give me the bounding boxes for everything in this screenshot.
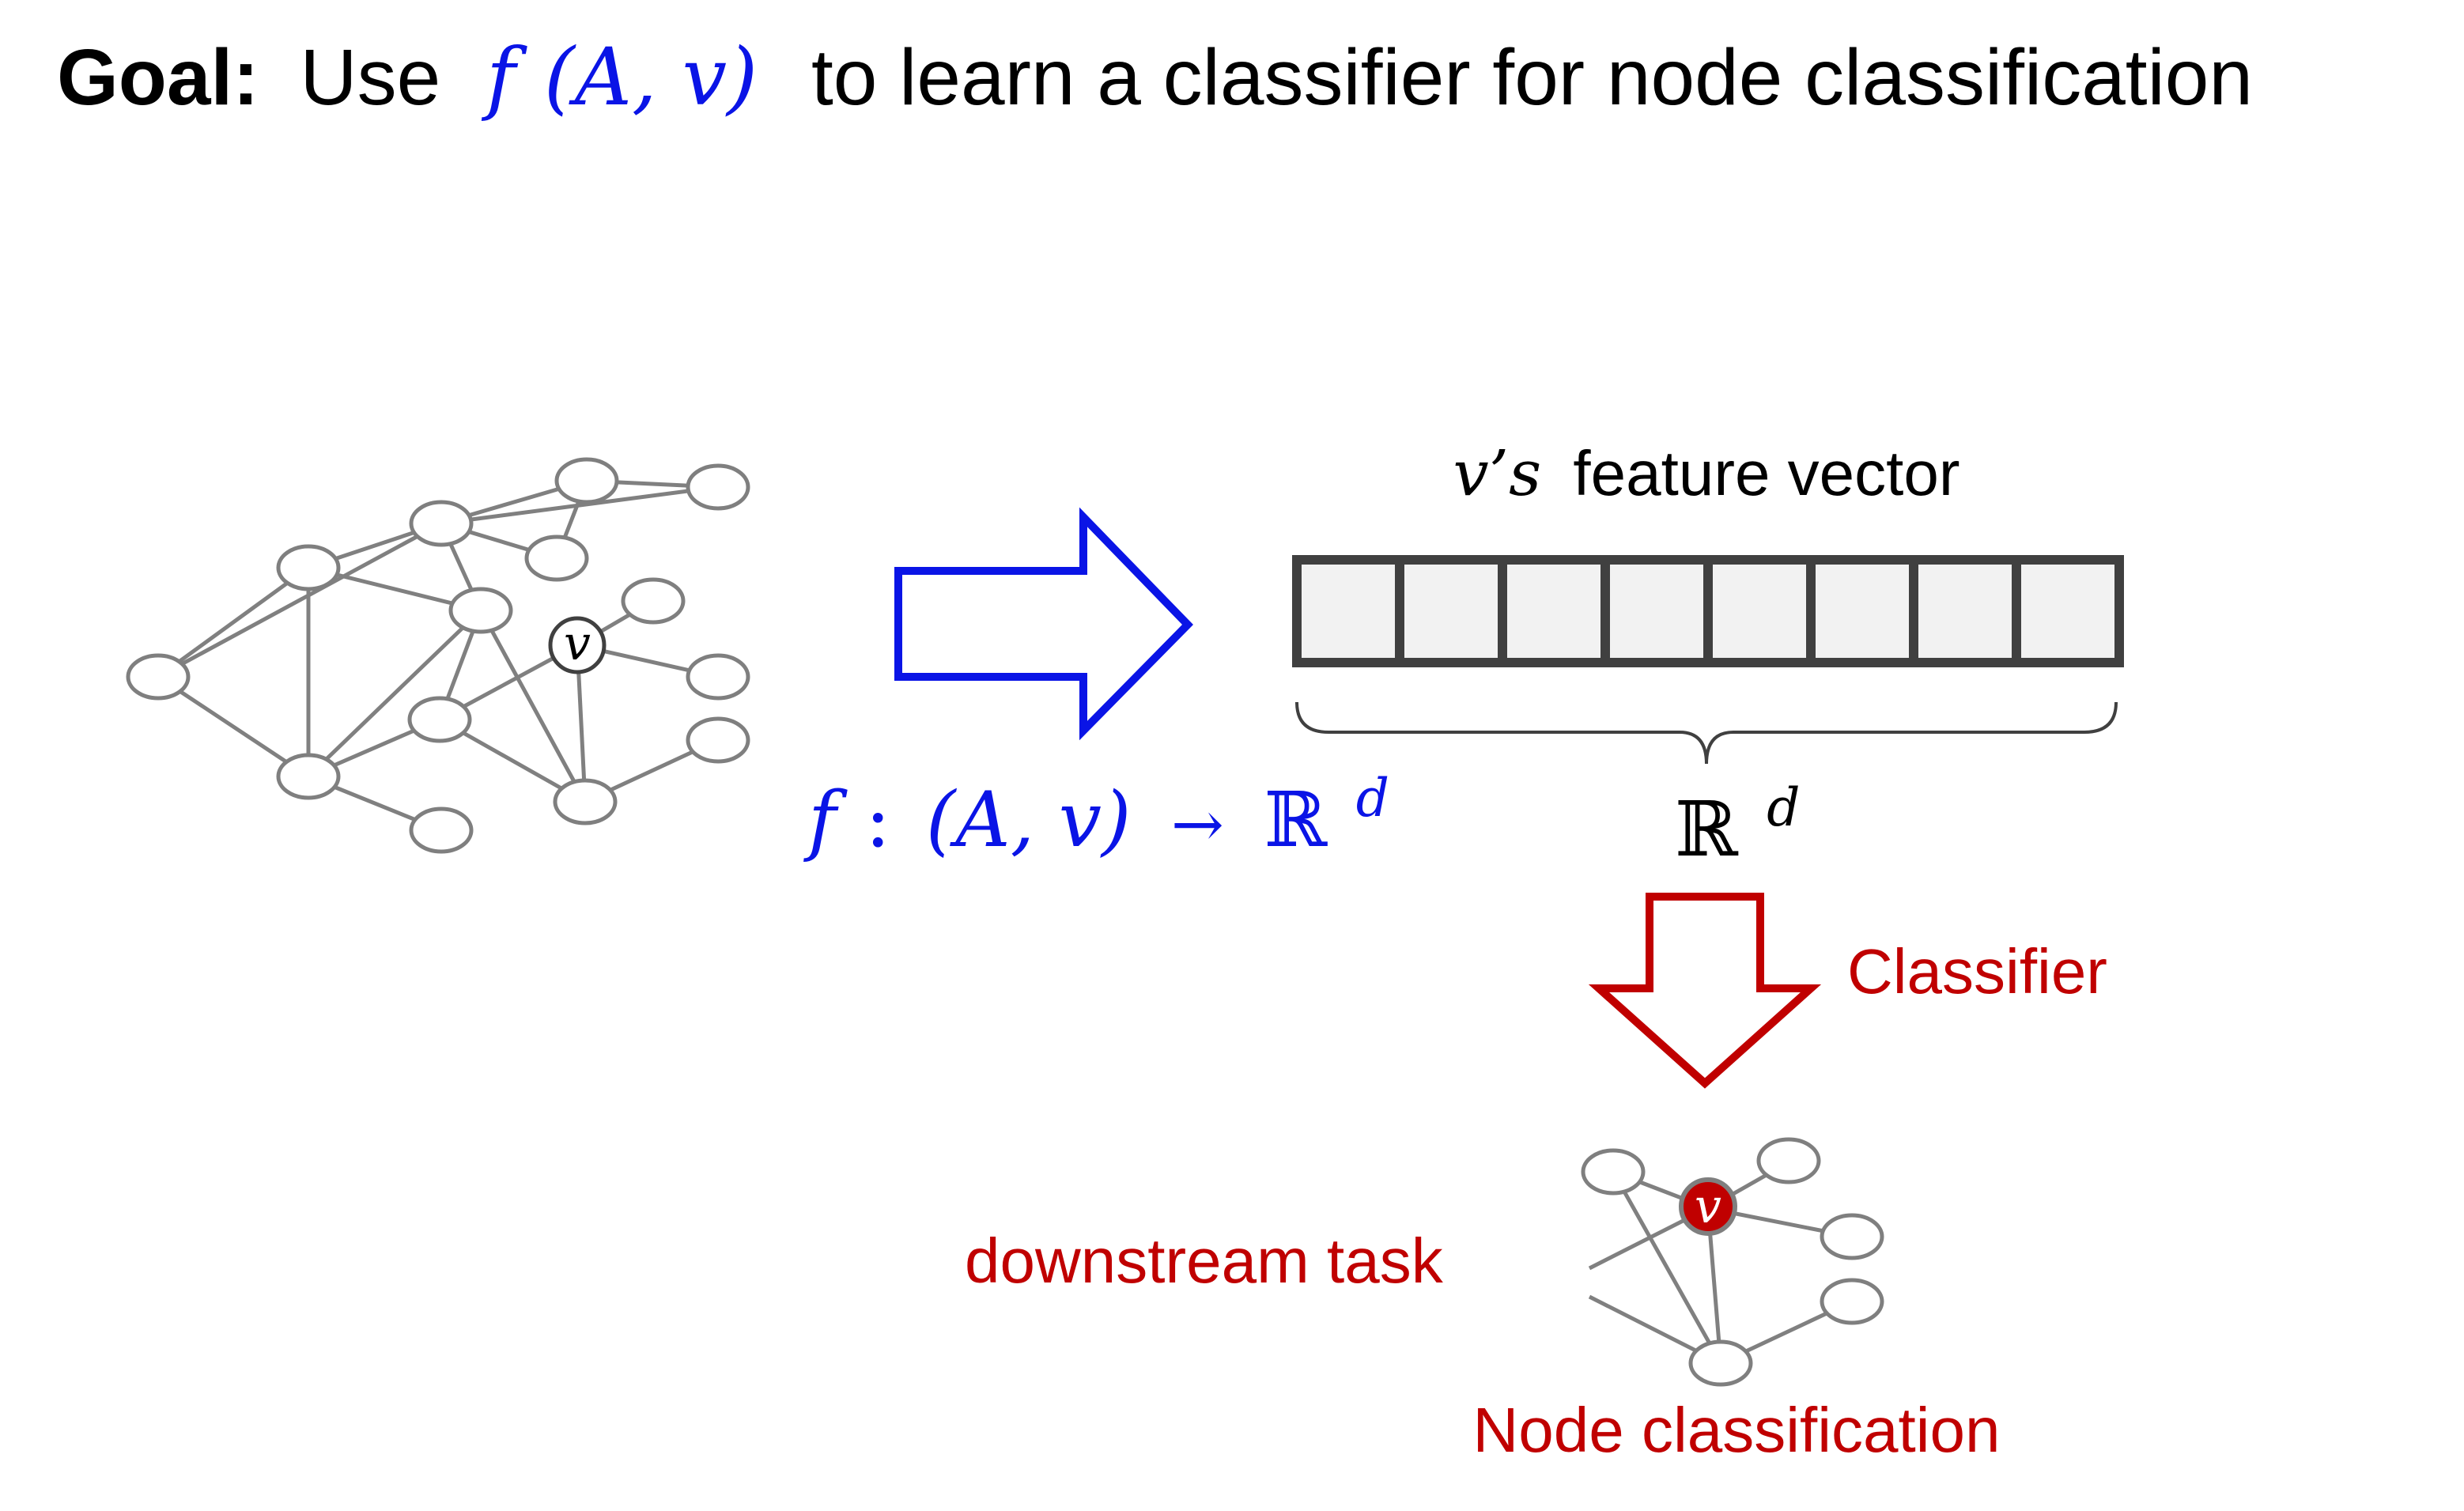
- vector-cell: [2012, 555, 2124, 667]
- graph-node: [126, 653, 191, 701]
- feature-vector-var: v’s: [1453, 436, 1541, 510]
- graph-node: [409, 806, 474, 854]
- graph-node: [409, 500, 474, 547]
- mapping-colon: :: [865, 776, 890, 864]
- mapping-f: f: [803, 776, 848, 864]
- output-caption: Node classification: [1473, 1395, 2001, 1465]
- page-title: Goal: Use f (A, v) to learn a classifier…: [57, 31, 2253, 123]
- graph-node: [686, 716, 750, 764]
- vector-cell: [1909, 555, 2021, 667]
- mapping-sup: d: [1356, 768, 1389, 829]
- graph-node: [621, 577, 686, 625]
- vector-cell: [1292, 555, 1404, 667]
- graph-node: [1820, 1278, 1884, 1325]
- graph-node: [553, 778, 618, 825]
- title-pre: Use: [300, 33, 440, 122]
- title-bold: Goal:: [57, 33, 259, 122]
- graph-edge: [1611, 1170, 1723, 1365]
- feature-vector: [1292, 555, 2124, 667]
- dimension-brace: [1295, 701, 2118, 765]
- vector-cell: [1395, 555, 1507, 667]
- graph-node: [276, 753, 341, 800]
- feature-vector-text: feature vector: [1573, 438, 1959, 508]
- title-func-f: f: [481, 31, 527, 123]
- vector-cell: [1703, 555, 1816, 667]
- graph-node: [1688, 1339, 1753, 1387]
- graph-node: [1581, 1148, 1646, 1196]
- mapping-space: ℝ: [1264, 776, 1328, 864]
- graph-node: [524, 535, 589, 582]
- vector-cell: [1498, 555, 1610, 667]
- mapping-args: (A, v): [926, 776, 1132, 864]
- graph-node: [448, 587, 513, 634]
- graph-node: [407, 696, 472, 743]
- graph-node: [1820, 1213, 1884, 1260]
- input-highlight-node: v: [548, 616, 607, 674]
- input-graph-nodes: [126, 457, 750, 854]
- title-func-args: (A, v): [544, 31, 758, 123]
- graph-node: [686, 653, 750, 701]
- red-arrow-icon: [1588, 893, 1822, 1089]
- dimension-space: ℝ: [1675, 785, 1739, 874]
- graph-edge: [478, 609, 588, 803]
- mapping-arrow: →: [1171, 788, 1224, 861]
- input-node-label: v: [564, 616, 591, 671]
- graph-node: [686, 463, 750, 511]
- mapping-formula: f : (A, v) → ℝ d: [803, 768, 1389, 864]
- graph-edge: [157, 521, 443, 679]
- graph-node: [554, 457, 619, 504]
- vector-cell: [1806, 555, 1918, 667]
- title-post: to learn a classifier for node classific…: [811, 33, 2253, 122]
- graph-edge: [157, 565, 310, 679]
- classifier-label: Classifier: [1847, 936, 2107, 1007]
- blue-arrow-icon: [894, 507, 1193, 741]
- feature-vector-label: v’s feature vector: [1453, 436, 1959, 510]
- graph-edge: [440, 485, 719, 526]
- graph-edge: [157, 674, 310, 779]
- dimension-label: ℝ d: [1675, 777, 1801, 874]
- dimension-sup: d: [1767, 777, 1800, 838]
- vector-cell: [1600, 555, 1713, 667]
- graph-node: [1756, 1137, 1821, 1184]
- output-node-label: v: [1695, 1179, 1721, 1234]
- graph-edge: [307, 609, 482, 778]
- output-graph-nodes: [1581, 1137, 1884, 1387]
- output-highlight-node: v: [1679, 1177, 1737, 1236]
- downstream-label: downstream task: [965, 1226, 1444, 1296]
- graph-node: [276, 544, 341, 591]
